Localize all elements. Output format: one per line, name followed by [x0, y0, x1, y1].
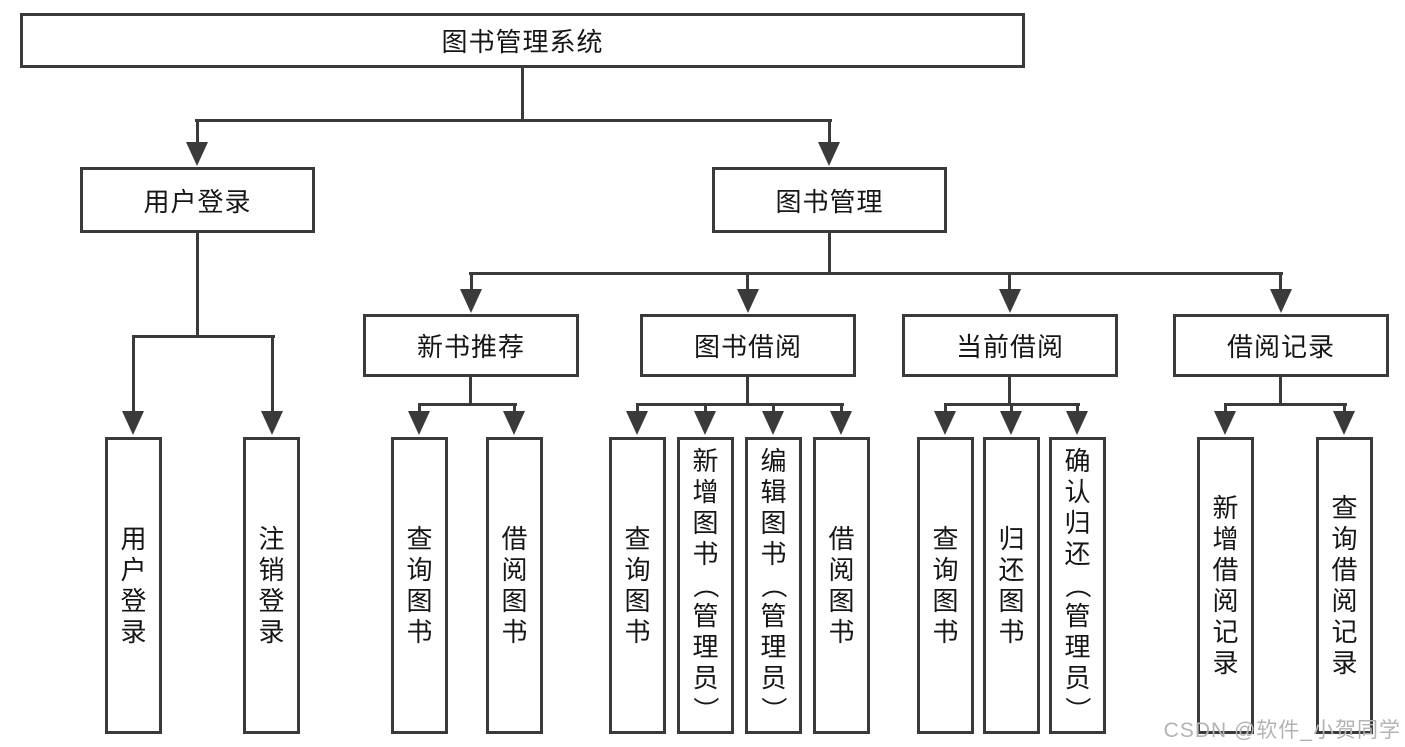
connector-section-stem	[746, 377, 749, 406]
arrow-down-icon	[1214, 411, 1236, 435]
node-book-management: 图书管理	[712, 167, 947, 233]
connector-section-branch	[418, 403, 517, 406]
node-book-borrowing: 图书借阅	[640, 314, 856, 377]
leaf-query-books: 查询图书	[609, 437, 666, 734]
leaf-query-borrow-record: 查询借阅记录	[1316, 437, 1373, 734]
arrow-down-icon	[626, 411, 648, 435]
connector-to-leaf	[636, 403, 639, 413]
connector-section-stem	[469, 377, 472, 406]
leaf-user-login: 用户登录	[105, 437, 162, 734]
arrow-down-icon	[737, 289, 759, 313]
leaf-borrow-books: 借阅图书	[813, 437, 870, 734]
leaf-add-book-admin: 新增图书（管理员）	[677, 437, 734, 734]
connector-to-leaf	[1224, 403, 1227, 413]
arrow-down-icon	[460, 289, 482, 313]
connector-user-login-stem	[196, 233, 199, 338]
connector-to-user-login	[196, 119, 199, 145]
leaf-return-book: 归还图书	[983, 437, 1040, 734]
connector-to-section	[1008, 272, 1011, 292]
leaf-query-books: 查询图书	[391, 437, 448, 734]
node-current-borrowing: 当前借阅	[902, 314, 1118, 377]
node-new-book-recommend: 新书推荐	[363, 314, 579, 377]
connector-to-leaf	[944, 403, 947, 413]
node-borrowing-records: 借阅记录	[1173, 314, 1389, 377]
connector-to-leaf	[840, 403, 843, 413]
connector-to-leaf	[1343, 403, 1346, 413]
node-user-login: 用户登录	[80, 167, 315, 233]
arrow-down-icon	[1066, 411, 1088, 435]
node-library-management-system: 图书管理系统	[20, 13, 1025, 68]
arrow-down-icon	[999, 289, 1021, 313]
connector-to-leaf	[513, 403, 516, 413]
arrow-down-icon	[694, 411, 716, 435]
arrow-down-icon	[934, 411, 956, 435]
connector-section-stem	[1279, 377, 1282, 406]
connector-section-stem	[1008, 377, 1011, 406]
arrow-down-icon	[503, 411, 525, 435]
connector-to-leaf	[1010, 403, 1013, 413]
leaf-logout: 注销登录	[243, 437, 300, 734]
arrow-down-icon	[1000, 411, 1022, 435]
connector-to-leaf	[704, 403, 707, 413]
arrow-down-icon	[261, 411, 283, 435]
arrow-down-icon	[122, 411, 144, 435]
leaf-edit-book-admin: 编辑图书（管理员）	[745, 437, 802, 734]
connector-book-management-stem	[828, 233, 831, 275]
leaf-query-books: 查询图书	[917, 437, 974, 734]
connector-to-section	[1279, 272, 1282, 292]
arrow-down-icon	[818, 142, 840, 166]
connector-root-branch	[195, 119, 832, 122]
connector-to-section	[470, 272, 473, 292]
leaf-add-borrow-record: 新增借阅记录	[1197, 437, 1254, 734]
csdn-watermark: CSDN @软件_小贺同学	[1163, 719, 1401, 742]
arrow-down-icon	[762, 411, 784, 435]
leaf-borrow-books: 借阅图书	[486, 437, 543, 734]
connector-to-leaf	[132, 335, 135, 413]
connector-section-branch	[1224, 403, 1347, 406]
connector-to-leaf	[418, 403, 421, 413]
connector-to-leaf	[271, 335, 274, 413]
connector-to-leaf	[1076, 403, 1079, 413]
leaf-confirm-return-admin: 确认归还（管理员）	[1049, 437, 1106, 734]
arrow-down-icon	[186, 142, 208, 166]
connector-to-section	[746, 272, 749, 292]
arrow-down-icon	[1333, 411, 1355, 435]
connector-user-login-branch	[132, 335, 275, 338]
arrow-down-icon	[1270, 289, 1292, 313]
connector-book-management-branch	[469, 272, 1283, 275]
connector-section-branch	[636, 403, 844, 406]
connector-to-book-management	[828, 119, 831, 145]
arrow-down-icon	[408, 411, 430, 435]
connector-to-leaf	[772, 403, 775, 413]
connector-root-stem	[521, 68, 524, 122]
arrow-down-icon	[830, 411, 852, 435]
